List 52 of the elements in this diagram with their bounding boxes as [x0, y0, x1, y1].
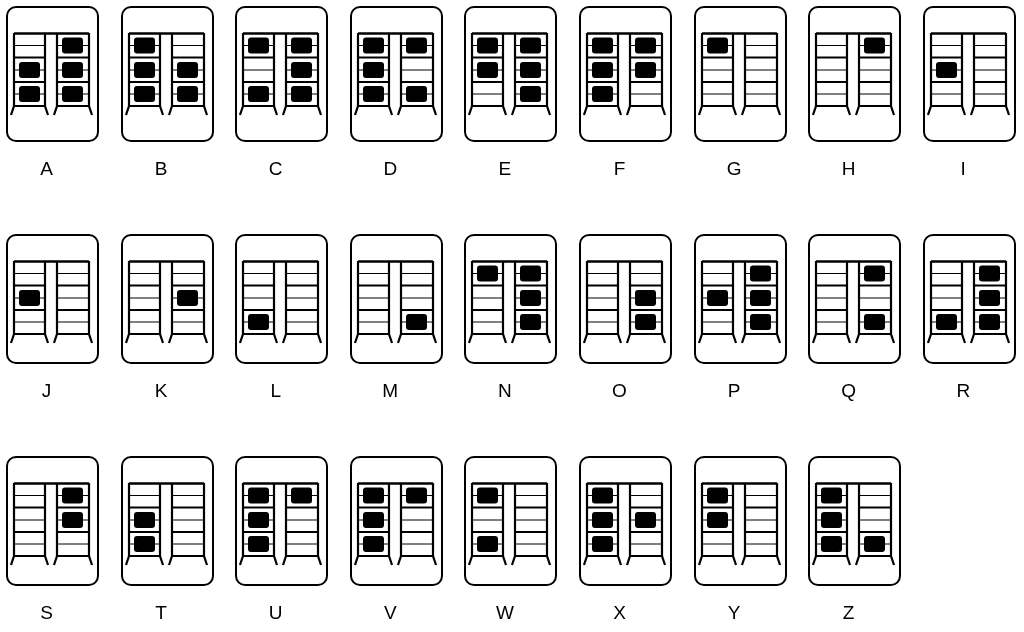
rack-card [808, 234, 902, 364]
letter-caption: Q [841, 379, 857, 403]
rack-card [120, 456, 214, 586]
rack-card [464, 6, 558, 142]
letter-caption: X [613, 601, 626, 625]
rack-card [349, 6, 443, 142]
letter-caption: V [383, 601, 397, 625]
rack-card [808, 6, 902, 142]
rack-card [349, 456, 443, 586]
letter-caption: O [612, 379, 627, 403]
letter-caption: U [268, 601, 283, 625]
rack-card [578, 234, 672, 364]
letter-caption: T [155, 601, 167, 625]
letter-caption: J [41, 379, 52, 403]
letter-caption: F [613, 157, 626, 181]
rack-card [235, 6, 329, 142]
letter-caption: M [382, 379, 399, 403]
rack-card [922, 234, 1016, 364]
rack-card [349, 234, 443, 364]
letter-caption: Z [842, 601, 855, 625]
rack-card [6, 234, 99, 364]
letter-caption: E [498, 157, 512, 181]
rack-card [120, 234, 214, 364]
letter-caption: W [495, 601, 514, 625]
letter-caption: C [268, 157, 283, 181]
letter-caption: I [960, 157, 966, 181]
letter-caption: S [40, 601, 53, 625]
rack-card [464, 456, 558, 586]
letter-caption: D [383, 157, 398, 181]
rack-card [6, 6, 99, 142]
rack-card [235, 456, 329, 586]
letter-caption: P [727, 379, 741, 403]
rack-card [120, 6, 214, 142]
letter-caption: H [841, 157, 856, 181]
rack-card [578, 6, 672, 142]
letter-caption: N [498, 379, 512, 403]
rack-card [693, 6, 787, 142]
letter-caption: B [154, 157, 168, 181]
rack-card [6, 456, 99, 586]
rack-card [808, 456, 902, 586]
letter-caption: K [154, 379, 168, 403]
rack-card [464, 234, 558, 364]
rack-card [578, 456, 672, 586]
rack-card [693, 234, 787, 364]
rack-card [235, 234, 329, 364]
rack-card [922, 6, 1016, 142]
letter-caption: R [956, 379, 971, 403]
letter-caption: Y [727, 601, 741, 625]
letter-caption: L [270, 379, 281, 403]
letter-caption: A [40, 157, 53, 181]
letter-caption: G [726, 157, 742, 181]
rack-card [693, 456, 787, 586]
